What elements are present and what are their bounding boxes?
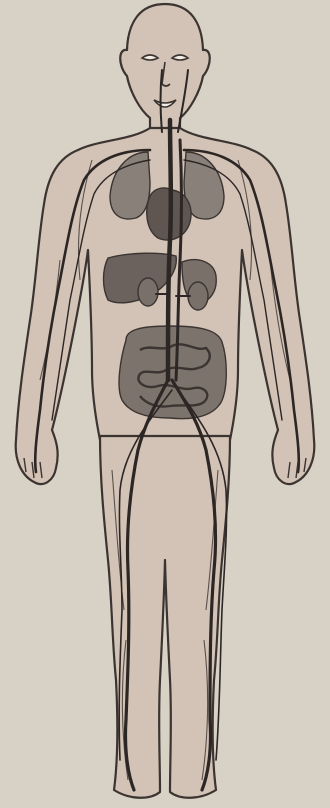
left-kidney [138,278,158,306]
left-eye [142,55,158,60]
right-eye [172,55,188,60]
organs [104,152,227,419]
